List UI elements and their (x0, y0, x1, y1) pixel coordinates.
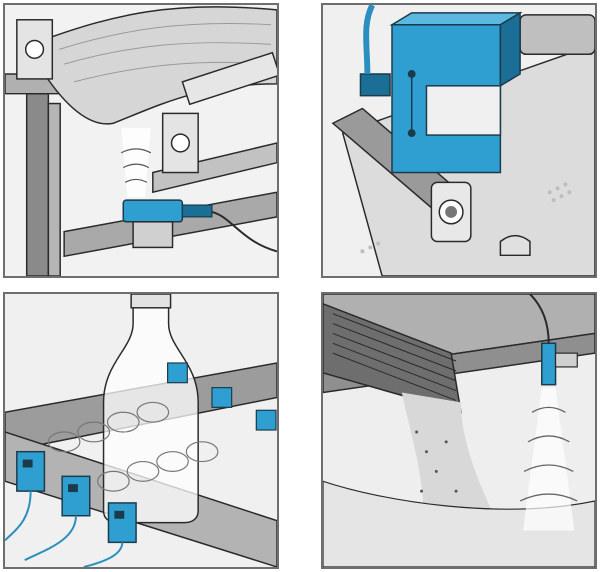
glass-bottle (102, 294, 199, 524)
sensor-cable (363, 5, 375, 74)
panel-bulk-material (321, 292, 597, 569)
frame-beam-mid (152, 142, 277, 194)
reflector-1 (167, 362, 188, 384)
material-pile (323, 480, 595, 567)
mount-bracket (499, 234, 531, 257)
reflector-3 (255, 409, 277, 431)
roller (181, 51, 277, 106)
web-sensor-illustration (5, 5, 277, 276)
sensor-connector (359, 73, 391, 97)
roller-upper (519, 14, 595, 56)
sensor-cable (211, 210, 277, 253)
photo-sensor-3 (107, 502, 137, 544)
light-beams (47, 401, 219, 492)
sensor-cables (5, 491, 124, 567)
fork-sensor-illustration (323, 5, 595, 276)
ultrasonic-sensor (541, 342, 557, 386)
bulk-material-illustration (323, 294, 595, 567)
sensor-bracket (554, 352, 578, 368)
photo-sensor-1 (16, 450, 46, 492)
bottle-conveyor-illustration (5, 294, 277, 567)
sensing-beam (121, 128, 151, 198)
panel-fork-sensor (321, 3, 597, 278)
panel-bottle-conveyor (3, 292, 279, 569)
fork-gap (425, 85, 502, 136)
reflector-2 (211, 387, 233, 408)
bottle-neck (130, 294, 172, 309)
frame-post-left (25, 92, 50, 276)
cylindrical-sensor (122, 199, 184, 223)
sensor-cable (529, 294, 550, 344)
frame-post-left-side (47, 102, 61, 276)
sensor-bracket (132, 221, 174, 249)
photo-sensor-2 (61, 475, 91, 517)
panel-web-sensor (3, 3, 279, 278)
